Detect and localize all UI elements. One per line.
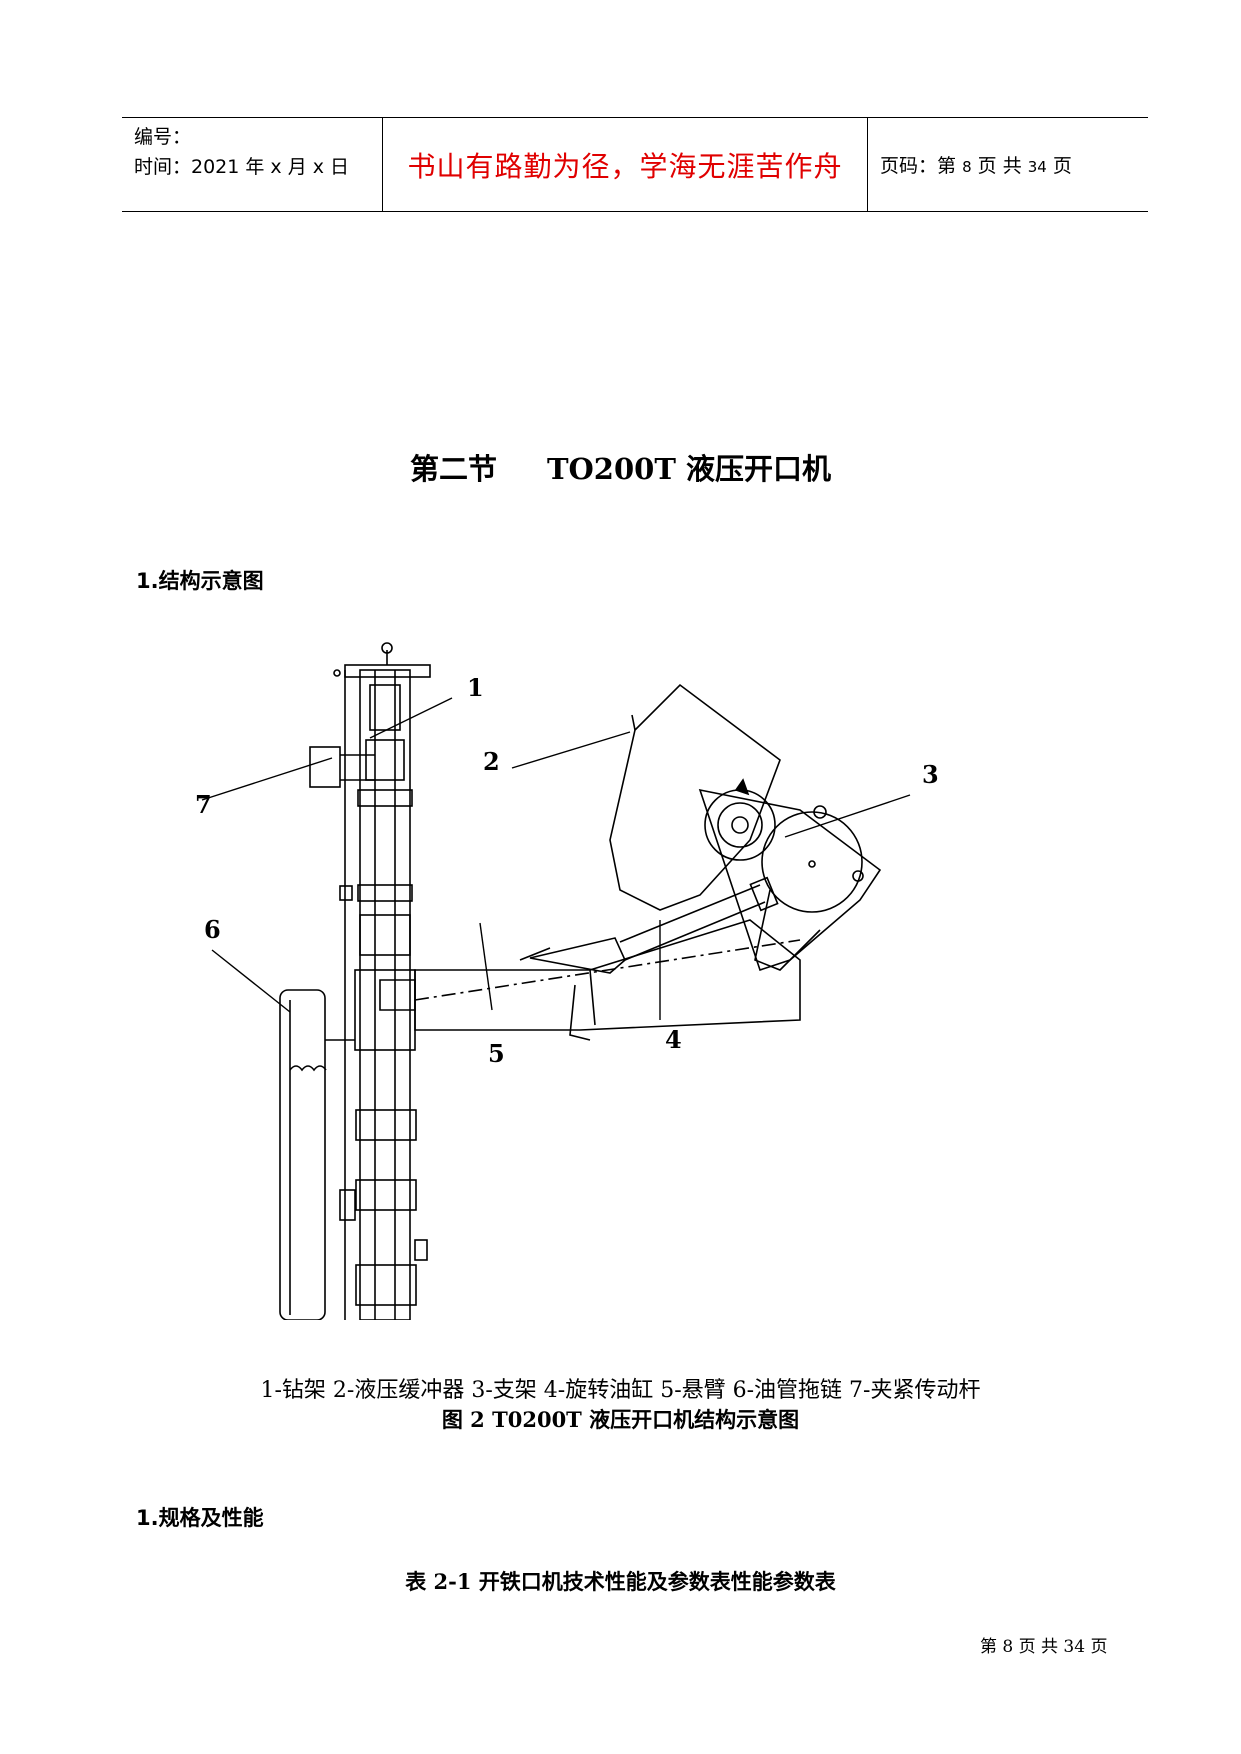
rotary-cylinder bbox=[529, 937, 626, 974]
callout-1: 1 bbox=[467, 673, 484, 702]
callout-3: 3 bbox=[922, 760, 939, 789]
header-info-cell: 编号： 时间：2021 年 x 月 x 日 bbox=[122, 118, 383, 211]
callout-5: 5 bbox=[488, 1039, 505, 1068]
page-prefix: 页码：第 bbox=[880, 155, 957, 177]
callout-2: 2 bbox=[483, 747, 500, 776]
motor-box bbox=[309, 746, 341, 788]
header-page-cell: 页码：第 8 页 共 34 页 bbox=[868, 118, 1148, 211]
page-mid: 页 共 bbox=[977, 155, 1022, 177]
figure-caption: 图 2 T0200T 液压开口机结构示意图 bbox=[441, 1407, 800, 1432]
callout-4: 4 bbox=[665, 1025, 682, 1054]
callout-6: 6 bbox=[204, 915, 221, 944]
header-motto-cell: 书山有路勤为径，学海无涯苦作舟 bbox=[383, 118, 868, 211]
heading-specs: 1.规格及性能 bbox=[136, 1506, 264, 1530]
support-bracket bbox=[609, 683, 781, 911]
heading-structure: 1.结构示意图 bbox=[136, 569, 264, 593]
hose-drag-chain bbox=[279, 989, 326, 1320]
page-number: 8 bbox=[962, 158, 972, 176]
figure-legend: 1-钻架 2-液压缓冲器 3-支架 4-旋转油缸 5-悬臂 6-油管拖链 7-夹… bbox=[260, 1378, 981, 1403]
table-title: 表 2-1 开铁口机技术性能及参数表性能参数表 bbox=[405, 1569, 836, 1594]
motto-text: 书山有路勤为径，学海无涯苦作舟 bbox=[407, 149, 843, 183]
rotary-hub bbox=[704, 789, 776, 861]
page-suffix: 页 bbox=[1052, 155, 1072, 177]
section-title: 第二节 TO200T 液压开口机 bbox=[0, 446, 1241, 488]
boom-arm bbox=[414, 919, 801, 1031]
page-total: 34 bbox=[1027, 158, 1047, 176]
page-header: 编号： 时间：2021 年 x 月 x 日 书山有路勤为径，学海无涯苦作舟 页码… bbox=[122, 117, 1148, 212]
section-title-text: TO200T 液压开口机 bbox=[546, 452, 832, 486]
callout-7: 7 bbox=[195, 790, 212, 819]
page-footer: 第 8 页 共 34 页 bbox=[980, 1637, 1108, 1657]
drill-mast bbox=[359, 669, 411, 1320]
structure-diagram: 1 2 3 4 5 6 7 bbox=[195, 642, 939, 1320]
section-title-number: 第二节 bbox=[409, 452, 497, 486]
number-label: 编号： bbox=[134, 126, 192, 148]
time-label: 时间：2021 年 x 月 x 日 bbox=[134, 156, 350, 178]
